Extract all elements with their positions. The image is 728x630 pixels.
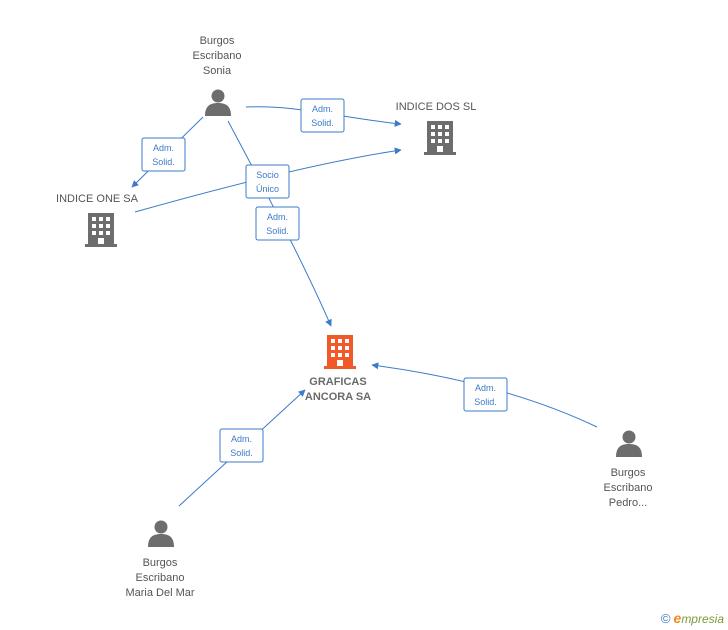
relation-line-2: Solid. bbox=[311, 118, 334, 128]
relation-line-1: Adm. bbox=[312, 104, 333, 114]
relation-line-1: Adm. bbox=[231, 434, 252, 444]
relation-line-2: Solid. bbox=[474, 397, 497, 407]
relation-line-1: Adm. bbox=[153, 143, 174, 153]
relation-line-1: Socio bbox=[256, 170, 279, 180]
relation-line-2: Solid. bbox=[230, 448, 253, 458]
node-label-line: INDICE ONE SA bbox=[56, 193, 139, 205]
relation-line-1: Adm. bbox=[267, 212, 288, 222]
person-icon bbox=[205, 89, 231, 116]
node-indice-dos[interactable]: INDICE DOS SL bbox=[396, 101, 477, 155]
footer-brand: ©empresia bbox=[661, 610, 724, 626]
node-label-line: Pedro... bbox=[609, 497, 648, 509]
person-icon bbox=[148, 520, 174, 547]
relation-sonia-graficas[interactable]: Adm. Solid. bbox=[255, 206, 300, 241]
node-label-line: Sonia bbox=[203, 65, 232, 77]
node-indice-one[interactable]: INDICE ONE SA bbox=[56, 193, 139, 247]
relation-sonia-dos[interactable]: Adm. Solid. bbox=[300, 98, 345, 133]
copyright-icon: © bbox=[660, 611, 671, 626]
relation-maria-graficas[interactable]: Adm. Solid. bbox=[219, 428, 264, 463]
node-graficas-ancora[interactable]: GRAFICAS ANCORA SA bbox=[305, 335, 371, 403]
relation-pedro-graficas[interactable]: Adm. Solid. bbox=[463, 377, 508, 412]
node-label-line: Burgos bbox=[200, 35, 235, 47]
node-sonia[interactable]: Burgos Escribano Sonia bbox=[193, 35, 242, 116]
node-label-line: Escribano bbox=[136, 572, 185, 584]
node-label-line: INDICE DOS SL bbox=[396, 101, 477, 113]
building-icon bbox=[85, 213, 117, 247]
node-pedro[interactable]: Burgos Escribano Pedro... bbox=[604, 430, 653, 510]
edges bbox=[131, 106, 598, 507]
node-label-line: Burgos bbox=[143, 557, 178, 569]
building-icon bbox=[324, 335, 356, 369]
relation-labels: Adm. Solid. Adm. Solid. Socio Único Adm.… bbox=[141, 98, 508, 463]
building-icon bbox=[424, 121, 456, 155]
node-label-line: GRAFICAS bbox=[309, 376, 366, 388]
node-maria[interactable]: Burgos Escribano Maria Del Mar bbox=[125, 520, 195, 600]
brand-initial: e bbox=[673, 610, 682, 626]
brand-name: mpresia bbox=[681, 612, 724, 626]
relation-line-1: Adm. bbox=[475, 383, 496, 393]
relation-one-dos[interactable]: Socio Único bbox=[245, 164, 290, 199]
person-icon bbox=[616, 430, 642, 457]
node-label-line: Maria Del Mar bbox=[125, 587, 194, 599]
node-label-line: ANCORA SA bbox=[305, 391, 371, 403]
relation-sonia-one[interactable]: Adm. Solid. bbox=[141, 137, 186, 172]
relation-line-2: Único bbox=[256, 184, 279, 194]
node-label-line: Escribano bbox=[193, 50, 242, 62]
node-label-line: Burgos bbox=[611, 467, 646, 479]
relation-line-2: Solid. bbox=[152, 157, 175, 167]
node-label-line: Escribano bbox=[604, 482, 653, 494]
relation-line-2: Solid. bbox=[266, 226, 289, 236]
